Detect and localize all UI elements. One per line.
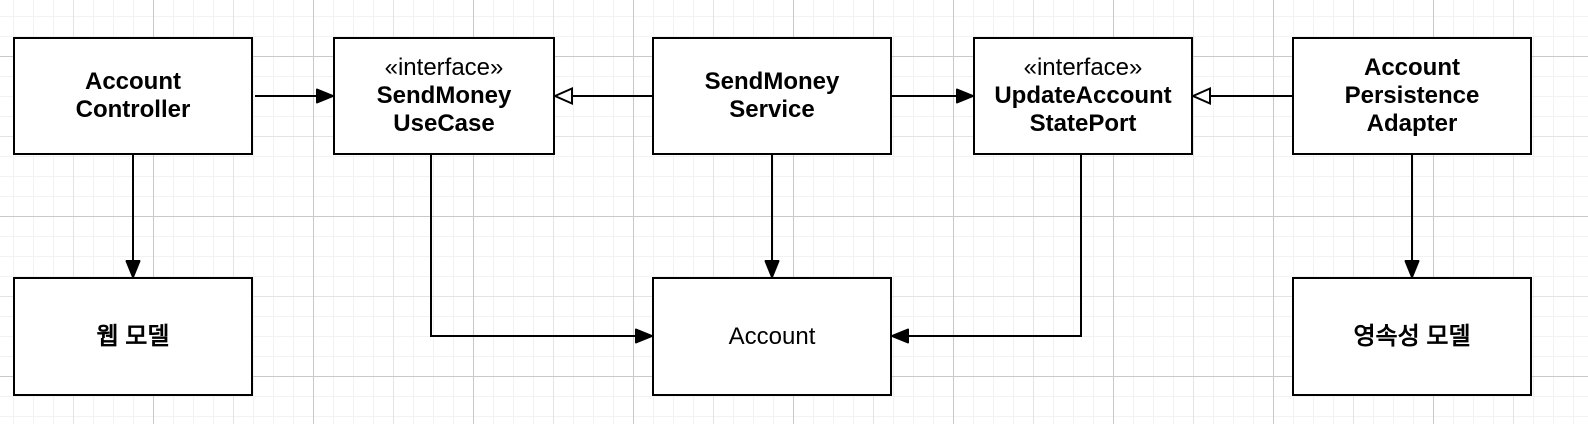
edge-service-to-account-arrow[interactable] — [764, 155, 780, 278]
edge-controller-to-usecase-arrow[interactable] — [255, 88, 334, 104]
node-web-model-label: 웹 모델 — [96, 322, 170, 350]
node-web-model[interactable]: 웹 모델 — [13, 277, 253, 396]
node-send-money-use-case[interactable]: «interface» SendMoney UseCase — [333, 37, 555, 155]
edge-adapter-to-stateport-arrow[interactable] — [1190, 86, 1292, 106]
node-update-account-state-port-stereotype: «interface» — [1023, 54, 1143, 81]
node-account-controller[interactable]: Account Controller — [13, 37, 253, 155]
node-persistence-model[interactable]: 영속성 모델 — [1292, 277, 1532, 396]
node-send-money-use-case-stereotype: «interface» — [384, 54, 504, 81]
node-account-label: Account — [728, 322, 816, 350]
node-persistence-model-label: 영속성 모델 — [1353, 322, 1471, 350]
node-send-money-service[interactable]: SendMoney Service — [652, 37, 892, 155]
node-account-persistence-adapter-label: Account Persistence Adapter — [1344, 54, 1480, 137]
node-update-account-state-port[interactable]: «interface» UpdateAccount StatePort — [973, 37, 1193, 155]
edge-service-to-stateport-arrow[interactable] — [892, 88, 974, 104]
node-account[interactable]: Account — [652, 277, 892, 396]
node-send-money-use-case-label: SendMoney UseCase — [376, 82, 512, 137]
node-account-persistence-adapter[interactable]: Account Persistence Adapter — [1292, 37, 1532, 155]
edge-controller-to-webmodel-arrow[interactable] — [125, 155, 141, 278]
edge-usecase-to-account-arrow[interactable] — [430, 155, 653, 344]
edge-adapter-to-persistencemodel-arrow[interactable] — [1404, 155, 1420, 278]
node-account-controller-label: Account Controller — [75, 68, 191, 123]
node-send-money-service-label: SendMoney Service — [704, 68, 840, 123]
node-update-account-state-port-label: UpdateAccount StatePort — [994, 82, 1172, 137]
edge-service-to-usecase-arrow[interactable] — [552, 86, 652, 106]
edge-stateport-to-account-arrow[interactable] — [891, 155, 1082, 344]
